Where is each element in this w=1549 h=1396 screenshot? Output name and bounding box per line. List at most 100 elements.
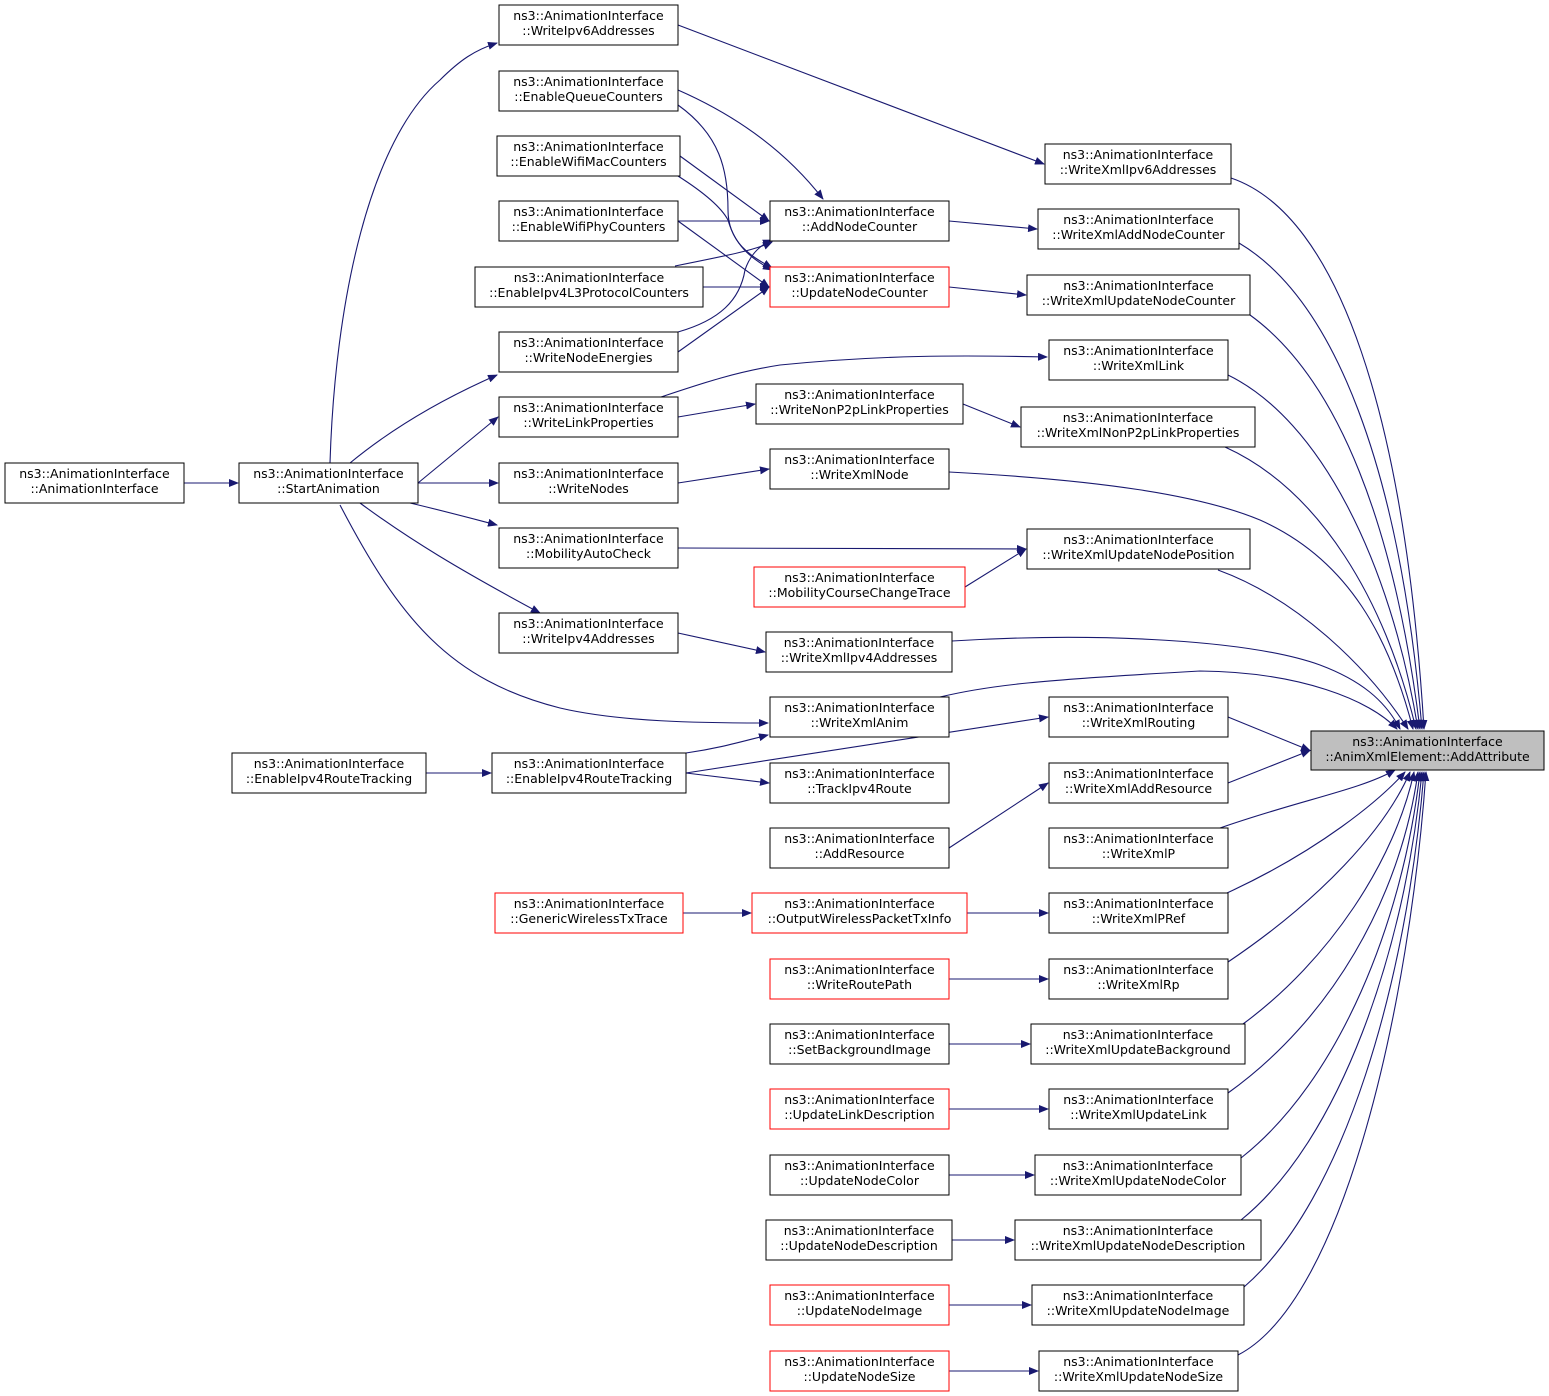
node-wxNonP2p[interactable]: ns3::AnimationInterface::WriteXmlNonP2pL…: [1020, 406, 1256, 448]
node-box: [751, 892, 968, 934]
node-addNodeCounter[interactable]: ns3::AnimationInterface::AddNodeCounter: [769, 200, 950, 242]
node-box: [496, 135, 681, 177]
node-label-method: ::EnableIpv4RouteTracking: [506, 771, 672, 786]
node-writeNodes[interactable]: ns3::AnimationInterface::WriteNodes: [498, 462, 679, 504]
edge-wxIpv6-to-root: [1230, 177, 1428, 730]
node-label-method: ::WriteNodeEnergies: [524, 350, 652, 365]
node-wxPRef[interactable]: ns3::AnimationInterface::WriteXmlPRef: [1048, 892, 1229, 934]
node-label-namespace: ns3::AnimationInterface: [784, 204, 935, 219]
node-box: [769, 448, 950, 490]
node-wxUpdNodeImage[interactable]: ns3::AnimationInterface::WriteXmlUpdateN…: [1031, 1284, 1245, 1326]
node-wxUpdLink[interactable]: ns3::AnimationInterface::WriteXmlUpdateL…: [1048, 1088, 1229, 1130]
node-wxP[interactable]: ns3::AnimationInterface::WriteXmlP: [1048, 827, 1229, 869]
node-updNodeColor[interactable]: ns3::AnimationInterface::UpdateNodeColor: [769, 1154, 950, 1196]
edge-wxUpdNodeCounter-to-root: [1249, 314, 1423, 730]
node-label-namespace: ns3::AnimationInterface: [784, 1158, 935, 1173]
node-wxUpdNodeDesc[interactable]: ns3::AnimationInterface::WriteXmlUpdateN…: [1014, 1219, 1262, 1261]
node-label-method: ::OutputWirelessPacketTxInfo: [768, 911, 952, 926]
edge-startAnim-to-writeIpv6: [329, 41, 498, 464]
node-wxAddNodeCounter[interactable]: ns3::AnimationInterface::WriteXmlAddNode…: [1037, 208, 1240, 250]
node-enQueue[interactable]: ns3::AnimationInterface::EnableQueueCoun…: [498, 70, 679, 112]
node-label-method: ::WriteIpv6Addresses: [522, 23, 654, 38]
node-label-method: ::UpdateNodeDescription: [780, 1238, 938, 1253]
node-box: [1048, 339, 1229, 381]
node-writeNodeEnergies[interactable]: ns3::AnimationInterface::WriteNodeEnergi…: [498, 331, 679, 373]
node-wxAddRes[interactable]: ns3::AnimationInterface::WriteXmlAddReso…: [1048, 762, 1229, 804]
node-box: [1031, 1284, 1245, 1326]
node-setBgImage[interactable]: ns3::AnimationInterface::SetBackgroundIm…: [769, 1023, 950, 1065]
node-wxUpdNodeSize[interactable]: ns3::AnimationInterface::WriteXmlUpdateN…: [1038, 1350, 1239, 1392]
node-label-namespace: ns3::AnimationInterface: [1063, 147, 1214, 162]
node-label-namespace: ns3::AnimationInterface: [1063, 700, 1214, 715]
node-trackIpv4Route[interactable]: ns3::AnimationInterface::TrackIpv4Route: [769, 762, 950, 804]
node-mobAutoCheck[interactable]: ns3::AnimationInterface::MobilityAutoChe…: [498, 527, 679, 569]
edge-writeLinkProps-to-wxLink: [660, 352, 1048, 398]
node-label-method: ::AddNodeCounter: [802, 219, 918, 234]
node-label-namespace: ns3::AnimationInterface: [784, 387, 935, 402]
node-updNodeSize[interactable]: ns3::AnimationInterface::UpdateNodeSize: [769, 1350, 950, 1392]
nodes-layer: ns3::AnimationInterface::AnimXmlElement:…: [4, 4, 1545, 1392]
node-root[interactable]: ns3::AnimationInterface::AnimXmlElement:…: [1310, 730, 1545, 771]
node-enWifiPhy[interactable]: ns3::AnimationInterface::EnableWifiPhyCo…: [498, 200, 679, 242]
node-wxAnim[interactable]: ns3::AnimationInterface::WriteXmlAnim: [769, 696, 950, 738]
node-wxIpv6[interactable]: ns3::AnimationInterface::WriteXmlIpv6Add…: [1044, 143, 1232, 185]
node-label-namespace: ns3::AnimationInterface: [784, 570, 935, 585]
node-startAnim[interactable]: ns3::AnimationInterface::StartAnimation: [238, 462, 419, 504]
edge-writeIpv4-to-wxIpv4: [677, 632, 766, 654]
node-label-method: ::WriteXmlNonP2pLinkProperties: [1037, 425, 1240, 440]
node-updNodeDesc[interactable]: ns3::AnimationInterface::UpdateNodeDescr…: [765, 1219, 953, 1261]
node-label-namespace: ns3::AnimationInterface: [19, 466, 170, 481]
node-box: [755, 383, 964, 425]
node-writeIpv6[interactable]: ns3::AnimationInterface::WriteIpv6Addres…: [498, 4, 679, 46]
node-label-method: ::AnimationInterface: [30, 481, 158, 496]
node-label-method: ::EnableWifiMacCounters: [510, 154, 666, 169]
node-updLinkDesc[interactable]: ns3::AnimationInterface::UpdateLinkDescr…: [769, 1088, 950, 1130]
node-addResource[interactable]: ns3::AnimationInterface::AddResource: [769, 827, 950, 869]
node-writeIpv4[interactable]: ns3::AnimationInterface::WriteIpv4Addres…: [498, 612, 679, 654]
node-enWifiMac[interactable]: ns3::AnimationInterface::EnableWifiMacCo…: [496, 135, 681, 177]
edge-startAnim-to-writeNodeEnergies: [349, 374, 498, 464]
node-label-namespace: ns3::AnimationInterface: [784, 1288, 935, 1303]
node-enIpv4RouteB[interactable]: ns3::AnimationInterface::EnableIpv4Route…: [231, 752, 427, 794]
node-enIpv4L3[interactable]: ns3::AnimationInterface::EnableIpv4L3Pro…: [474, 266, 704, 308]
node-updNodeImage[interactable]: ns3::AnimationInterface::UpdateNodeImage: [769, 1284, 950, 1326]
node-label-method: ::WriteXmlIpv4Addresses: [781, 650, 938, 665]
node-box: [1044, 143, 1232, 185]
node-wxUpdNodeCounter[interactable]: ns3::AnimationInterface::WriteXmlUpdateN…: [1026, 274, 1251, 316]
node-enIpv4RouteA[interactable]: ns3::AnimationInterface::EnableIpv4Route…: [491, 752, 687, 794]
edge-enWifiMac-to-updNodeCounter: [677, 175, 773, 271]
node-updNodeCounter[interactable]: ns3::AnimationInterface::UpdateNodeCount…: [769, 266, 950, 308]
node-label-method: ::WriteXmlRp: [1097, 977, 1179, 992]
node-wxUpdNodeColor[interactable]: ns3::AnimationInterface::WriteXmlUpdateN…: [1034, 1154, 1242, 1196]
node-label-method: ::SetBackgroundImage: [788, 1042, 931, 1057]
node-label-namespace: ns3::AnimationInterface: [513, 74, 664, 89]
node-box: [769, 266, 950, 308]
node-box: [769, 696, 950, 738]
node-ctor[interactable]: ns3::AnimationInterface::AnimationInterf…: [4, 462, 185, 504]
node-label-namespace: ns3::AnimationInterface: [1063, 766, 1214, 781]
node-label-namespace: ns3::AnimationInterface: [784, 896, 935, 911]
node-label-namespace: ns3::AnimationInterface: [784, 1092, 935, 1107]
node-writeLinkProps[interactable]: ns3::AnimationInterface::WriteLinkProper…: [498, 396, 679, 438]
node-wxLink[interactable]: ns3::AnimationInterface::WriteXmlLink: [1048, 339, 1229, 381]
node-wxUpdNodePos[interactable]: ns3::AnimationInterface::WriteXmlUpdateN…: [1026, 528, 1251, 570]
edge-wxUpdNodeSize-to-root: [1237, 771, 1430, 1356]
edge-wxAddRes-to-root: [1227, 749, 1311, 784]
node-wxRouting[interactable]: ns3::AnimationInterface::WriteXmlRouting: [1048, 696, 1229, 738]
node-wxRp[interactable]: ns3::AnimationInterface::WriteXmlRp: [1048, 958, 1229, 1000]
node-label-namespace: ns3::AnimationInterface: [784, 1223, 935, 1238]
node-wxIpv4[interactable]: ns3::AnimationInterface::WriteXmlIpv4Add…: [765, 631, 953, 673]
node-box: [231, 752, 427, 794]
node-genWireless[interactable]: ns3::AnimationInterface::GenericWireless…: [494, 892, 684, 934]
edge-writeIpv6-to-wxIpv6: [677, 24, 1045, 165]
node-label-method: ::MobilityCourseChangeTrace: [768, 585, 950, 600]
node-writeNonP2p[interactable]: ns3::AnimationInterface::WriteNonP2pLink…: [755, 383, 964, 425]
node-box: [498, 200, 679, 242]
node-wxUpdBg[interactable]: ns3::AnimationInterface::WriteXmlUpdateB…: [1030, 1023, 1246, 1065]
node-label-method: ::WriteLinkProperties: [523, 415, 653, 430]
node-mobCourse[interactable]: ns3::AnimationInterface::MobilityCourseC…: [753, 566, 966, 608]
node-outWireless[interactable]: ns3::AnimationInterface::OutputWirelessP…: [751, 892, 968, 934]
node-writeRoutePath[interactable]: ns3::AnimationInterface::WriteRoutePath: [769, 958, 950, 1000]
node-label-namespace: ns3::AnimationInterface: [784, 831, 935, 846]
node-wxNode[interactable]: ns3::AnimationInterface::WriteXmlNode: [769, 448, 950, 490]
